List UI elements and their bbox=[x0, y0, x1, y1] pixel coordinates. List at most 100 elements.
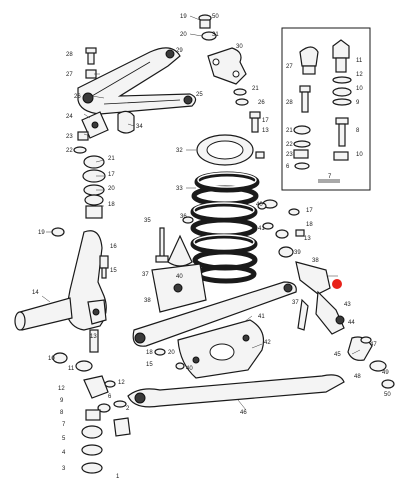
label-39: 39 bbox=[294, 250, 301, 256]
label-10: 10 bbox=[48, 356, 55, 362]
label-41: 41 bbox=[258, 314, 265, 320]
coil-spring bbox=[190, 171, 260, 284]
label-20: 20 bbox=[108, 186, 115, 192]
lower-spring-plate bbox=[151, 263, 207, 313]
inset-label-21: 21 bbox=[286, 128, 293, 134]
label-40: 40 bbox=[176, 274, 183, 280]
label-12-b: 12 bbox=[118, 380, 125, 386]
label-27: 27 bbox=[66, 72, 73, 78]
leader-lines bbox=[41, 15, 361, 411]
inset-label-12: 12 bbox=[356, 72, 363, 78]
label-6: 6 bbox=[108, 394, 112, 400]
label-7: 7 bbox=[62, 422, 66, 428]
label-12: 12 bbox=[58, 386, 65, 392]
lower-arm-plate bbox=[177, 319, 265, 379]
label-26-arm: 26 bbox=[74, 94, 81, 100]
label-35: 35 bbox=[144, 218, 151, 224]
label-20-m: 20 bbox=[168, 350, 175, 356]
label-19-knuckle: 19 bbox=[38, 230, 45, 236]
label-11: 11 bbox=[68, 366, 75, 372]
inset-label-8: 8 bbox=[356, 128, 360, 134]
label-29: 29 bbox=[176, 48, 183, 54]
label-17-r: 17 bbox=[306, 208, 313, 214]
label-31: 31 bbox=[212, 32, 219, 38]
label-33: 33 bbox=[176, 186, 183, 192]
lower-control-arm-front bbox=[132, 281, 297, 347]
label-47: 47 bbox=[370, 342, 377, 348]
label-50-r: 50 bbox=[384, 392, 391, 398]
label-5: 5 bbox=[62, 436, 66, 442]
label-38: 38 bbox=[144, 298, 151, 304]
label-40-m: 40 bbox=[186, 366, 193, 372]
label-34: 34 bbox=[136, 124, 143, 130]
label-25: 25 bbox=[196, 92, 203, 98]
inset-label-10-b: 10 bbox=[356, 152, 363, 158]
label-26-top: 26 bbox=[258, 100, 265, 106]
highlight-marker bbox=[332, 279, 342, 289]
label-8-l: 8 bbox=[60, 410, 64, 416]
right-bushing-parts bbox=[347, 336, 395, 389]
label-37: 37 bbox=[142, 272, 149, 278]
label-19: 19 bbox=[180, 14, 187, 20]
label-38-r: 38 bbox=[312, 258, 319, 264]
spring-seat-ring bbox=[196, 134, 254, 166]
label-28-a: 28 bbox=[66, 52, 73, 58]
label-13-r: 13 bbox=[304, 236, 311, 242]
steering-knuckle bbox=[14, 230, 107, 353]
label-32: 32 bbox=[176, 148, 183, 154]
inset-label-6: 6 bbox=[286, 164, 290, 170]
label-13-top: 13 bbox=[262, 128, 269, 134]
label-44: 44 bbox=[348, 320, 355, 326]
label-4: 4 bbox=[62, 450, 66, 456]
label-40-r: 40 bbox=[256, 202, 263, 208]
label-15: 15 bbox=[110, 268, 117, 274]
label-49: 49 bbox=[382, 370, 389, 376]
mid-small-parts bbox=[154, 151, 267, 370]
label-18-m: 18 bbox=[146, 350, 153, 356]
inset-label-7: 7 bbox=[328, 174, 332, 180]
label-24: 24 bbox=[66, 114, 73, 120]
label-3: 3 bbox=[62, 466, 66, 472]
label-1: 1 bbox=[116, 474, 120, 480]
label-23: 23 bbox=[66, 134, 73, 140]
label-2: 2 bbox=[126, 406, 130, 412]
label-17-top: 17 bbox=[262, 118, 269, 124]
lower-control-arm-rear bbox=[127, 374, 345, 408]
label-22: 22 bbox=[66, 148, 73, 154]
knuckle-small-parts bbox=[51, 227, 109, 279]
label-46: 46 bbox=[240, 410, 247, 416]
label-37-r: 37 bbox=[292, 300, 299, 306]
inset-label-28: 28 bbox=[286, 100, 293, 106]
label-16: 16 bbox=[110, 244, 117, 250]
inset-label-10-a: 10 bbox=[356, 86, 363, 92]
inset-label-27: 27 bbox=[286, 64, 293, 70]
label-9-l: 9 bbox=[60, 398, 64, 404]
right-linkage bbox=[262, 199, 345, 335]
label-30: 30 bbox=[236, 44, 243, 50]
label-50: 50 bbox=[212, 14, 219, 20]
label-13: 13 bbox=[90, 334, 97, 340]
label-17: 17 bbox=[108, 172, 115, 178]
inset-label-23: 23 bbox=[286, 152, 293, 158]
label-14: 14 bbox=[32, 290, 39, 296]
label-42: 42 bbox=[264, 340, 271, 346]
label-15-m: 15 bbox=[146, 362, 153, 368]
kingpin-washer-stack bbox=[82, 155, 106, 219]
callout-labels: 19 50 20 31 30 21 26 17 13 28 27 29 26 2… bbox=[32, 14, 391, 480]
label-21: 21 bbox=[108, 156, 115, 162]
inset-label-22: 22 bbox=[286, 142, 293, 148]
label-41-r: 41 bbox=[258, 226, 265, 232]
upper-control-arm bbox=[77, 47, 197, 115]
inset-label-9-a: 9 bbox=[356, 100, 360, 106]
label-18: 18 bbox=[108, 202, 115, 208]
upper-pivot-stack bbox=[198, 14, 261, 133]
inset-label-11: 11 bbox=[356, 58, 363, 64]
cone-and-bolt bbox=[155, 216, 194, 267]
lower-joint-parts bbox=[52, 352, 131, 474]
label-36: 36 bbox=[180, 214, 187, 220]
label-18-r: 18 bbox=[306, 222, 313, 228]
label-48: 48 bbox=[354, 374, 361, 380]
label-43: 43 bbox=[344, 302, 351, 308]
upper-arm-bolts bbox=[85, 47, 97, 79]
